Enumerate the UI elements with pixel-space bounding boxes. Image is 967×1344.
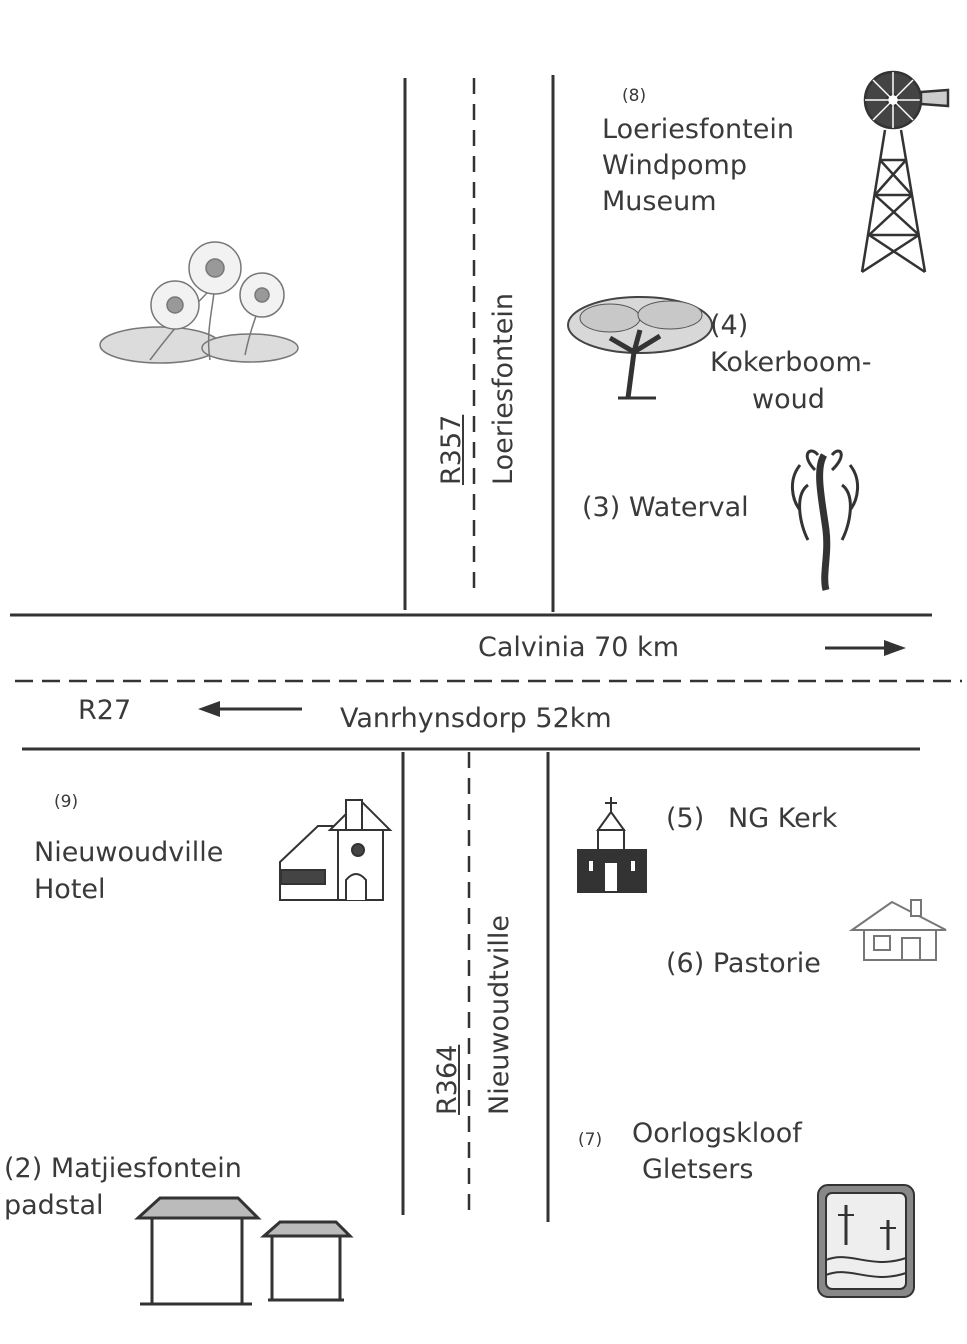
north-road-name-label: Loeriesfontein <box>488 293 519 485</box>
tree-icon <box>567 296 713 400</box>
museum-name-line1: Loeriesfontein <box>602 114 794 145</box>
kokerboom-name-line1: Kokerboom- <box>710 347 872 378</box>
north-route-label: R357 <box>436 415 467 485</box>
pastorie-label: (6) Pastorie <box>666 948 821 979</box>
kokerboom-name-line2: woud <box>752 384 825 415</box>
south-road-name: Nieuwoudtville <box>484 915 515 1115</box>
south-road-name-label: Nieuwoudtville <box>484 915 515 1115</box>
hotel-number: (9) <box>54 792 79 812</box>
north-route-number: R357 <box>436 414 467 485</box>
padstal-name-line2: padstal <box>4 1190 104 1221</box>
hotel-building-icon <box>279 798 393 901</box>
east-arrow <box>825 640 906 656</box>
south-route-number: R364 <box>432 1044 463 1115</box>
waterfall-icon <box>791 449 859 591</box>
museum-name-line2: Windpomp <box>602 150 747 181</box>
hotel-name-line2: Hotel <box>34 874 106 905</box>
kerk-number: (5) <box>666 803 705 834</box>
east-destination-label: Calvinia 70 km <box>478 632 679 663</box>
daisy-flowers-icon <box>99 241 299 364</box>
west-destination-label: Vanrhynsdorp 52km <box>340 703 612 734</box>
museum-name-line3: Museum <box>602 186 717 217</box>
kokerboom-number: (4) <box>710 310 749 341</box>
oorlogskloof-name-line2: Gletsers <box>642 1154 754 1185</box>
church-icon <box>577 797 647 893</box>
hotel-name-line1: Nieuwoudville <box>34 837 224 868</box>
waterval-label: (3) Waterval <box>582 492 749 523</box>
kloof-badge-icon <box>817 1184 915 1298</box>
kerk-name: NG Kerk <box>728 803 838 834</box>
west-route-label: R27 <box>78 695 132 726</box>
windmill-icon <box>860 70 950 274</box>
house-icon <box>848 899 947 961</box>
museum-number: (8) <box>622 86 647 106</box>
oorlogskloof-number: (7) <box>578 1130 603 1150</box>
farm-stall-icon <box>134 1196 354 1306</box>
oorlogskloof-name-line1: Oorlogskloof <box>632 1118 802 1149</box>
south-route-label: R364 <box>432 1045 463 1115</box>
padstal-name-line1: (2) Matjiesfontein <box>4 1153 242 1184</box>
west-arrow <box>198 701 302 717</box>
north-road-name: Loeriesfontein <box>488 293 519 485</box>
